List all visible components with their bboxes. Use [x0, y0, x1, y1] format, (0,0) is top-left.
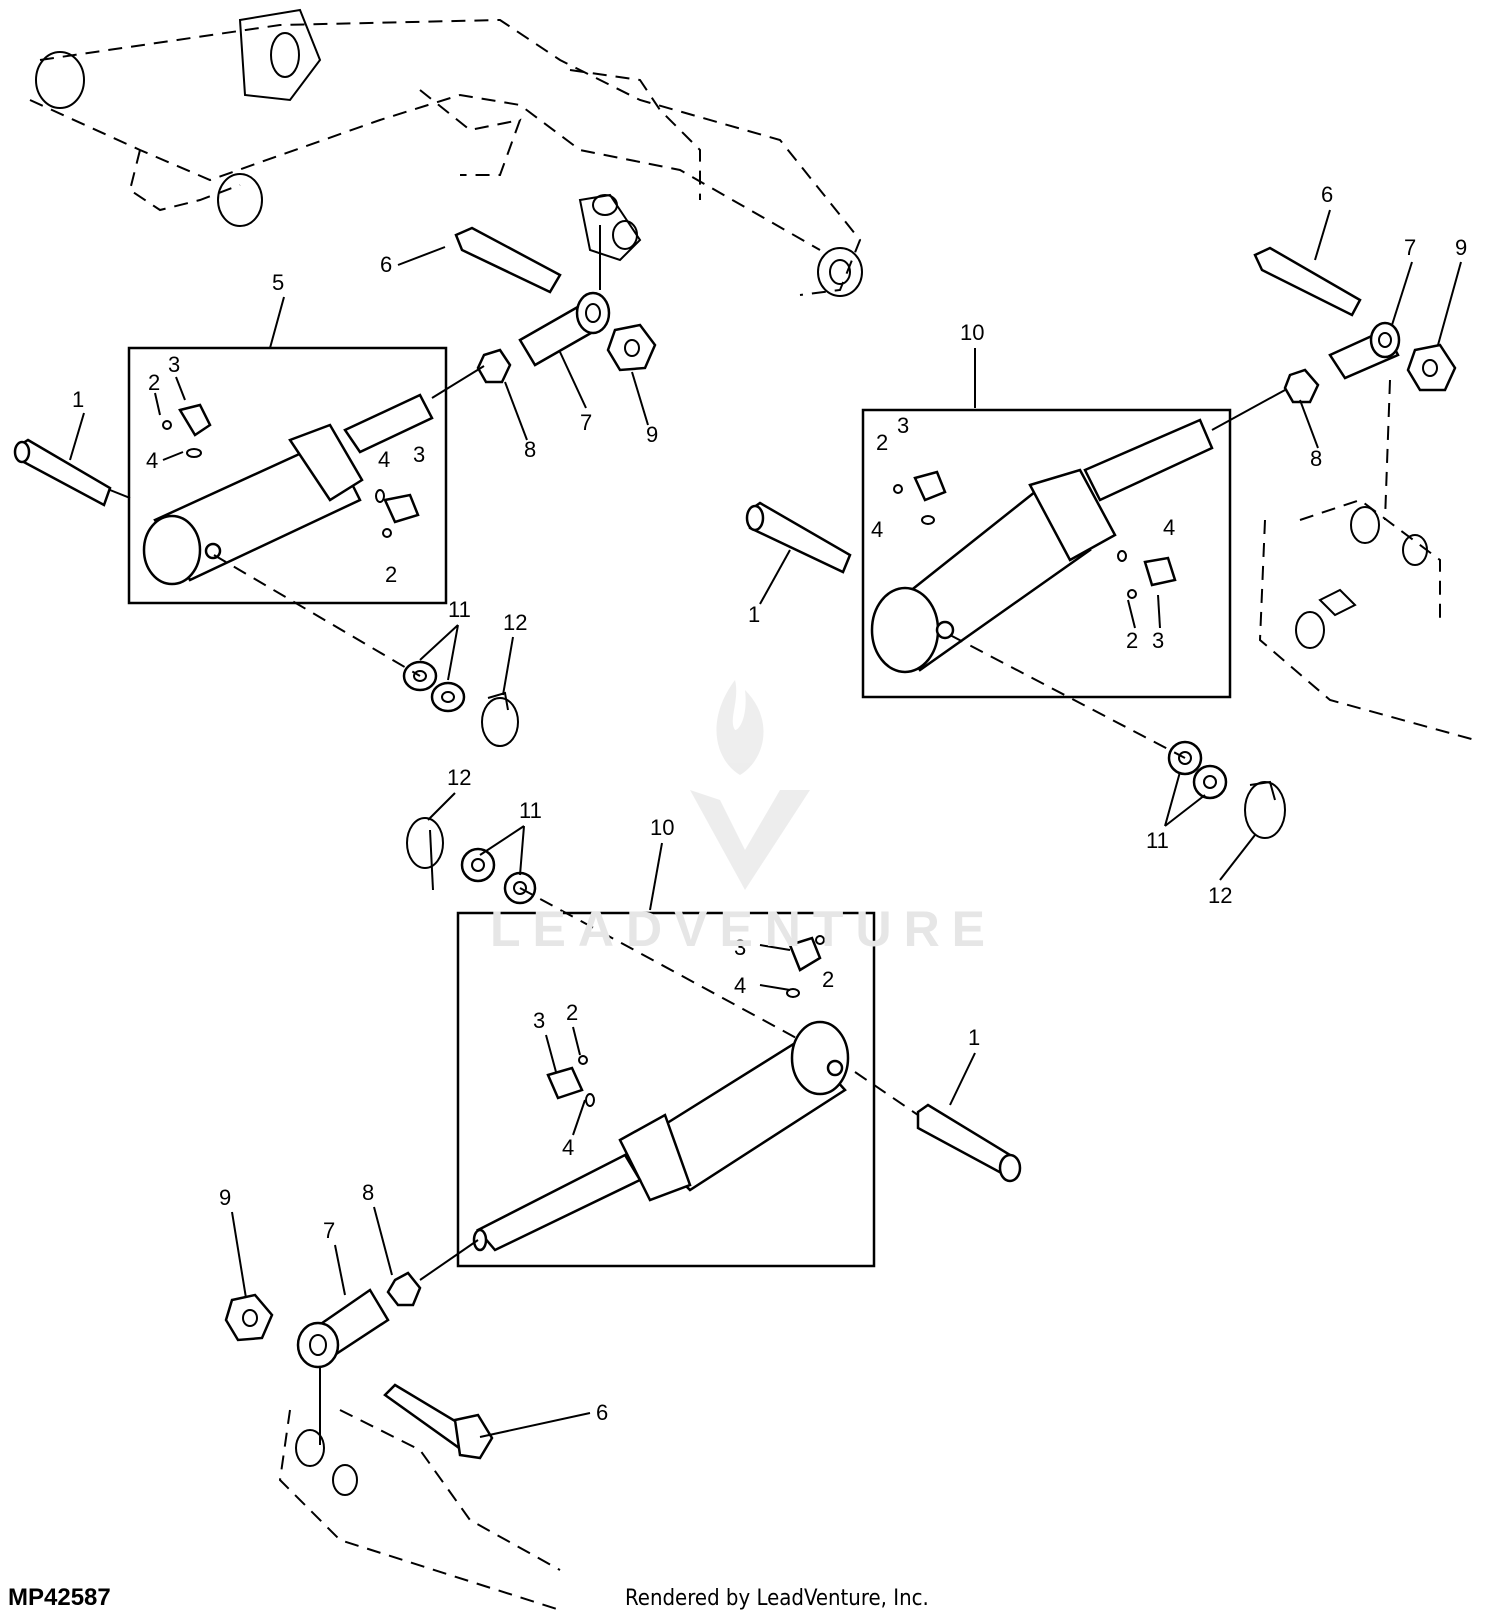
callout: 2	[822, 967, 834, 992]
callout: 1	[968, 1025, 980, 1050]
callout: 4	[146, 448, 158, 473]
callout: 12	[1208, 883, 1232, 908]
callout: 9	[219, 1185, 231, 1210]
callout: 3	[897, 413, 909, 438]
callout: 1	[72, 387, 84, 412]
callout: 7	[1404, 235, 1416, 260]
callout: 1	[748, 602, 760, 627]
callout: 4	[378, 447, 390, 472]
callout: 2	[1126, 628, 1138, 653]
callout: 2	[876, 430, 888, 455]
callout: 11	[448, 597, 471, 622]
callout: 10	[960, 320, 984, 345]
callout: 3	[168, 352, 180, 377]
callout: 7	[323, 1218, 335, 1243]
callout: 8	[362, 1180, 374, 1205]
callout: 11	[1146, 828, 1169, 853]
diagram-id: MP42587	[8, 1584, 111, 1611]
assembly-box-right	[861, 408, 1232, 699]
watermark-text: LEADVENTURE	[490, 901, 998, 957]
callout: 6	[596, 1400, 608, 1425]
callout: 3	[533, 1008, 545, 1033]
frame-top	[29, 8, 863, 297]
callout: 5	[272, 270, 284, 295]
cylinder-assembly-left	[13, 225, 657, 747]
callout: 9	[1455, 235, 1467, 260]
callout: 4	[734, 973, 746, 998]
callout: 8	[1310, 446, 1322, 471]
callouts-bottom: 1 2 3 4 2 3 4 6 7 8 9 10 11 12	[219, 765, 980, 1438]
callouts-right: 1 2 3 4 4 2 3 6 7 8 9 10 11 12	[748, 182, 1467, 908]
callout: 7	[580, 410, 592, 435]
callout: 9	[646, 422, 658, 447]
callout: 3	[734, 935, 746, 960]
callout: 3	[1152, 628, 1164, 653]
callout: 10	[650, 815, 674, 840]
callout: 12	[503, 610, 527, 635]
cylinder-assembly-bottom	[224, 817, 1022, 1611]
assembly-box-left	[127, 346, 448, 605]
callout: 6	[1321, 182, 1333, 207]
cylinder-assembly-right	[745, 246, 1476, 839]
callout: 12	[447, 765, 471, 790]
callout: 11	[519, 798, 542, 823]
callout: 8	[524, 437, 536, 462]
callout: 2	[385, 562, 397, 587]
render-credit: Rendered by LeadVenture, Inc.	[625, 1586, 929, 1611]
callout: 4	[1163, 515, 1175, 540]
callouts-left: 1 2 3 4 4 3 2 5 6 7 8 9 11 12	[69, 246, 658, 696]
callout: 3	[413, 442, 425, 467]
callout: 6	[380, 252, 392, 277]
assembly-box-bottom	[456, 911, 876, 1268]
callout: 4	[562, 1135, 574, 1160]
callout: 2	[566, 1000, 578, 1025]
callout: 2	[148, 370, 160, 395]
callout: 4	[871, 517, 883, 542]
watermark-logo	[690, 680, 810, 890]
